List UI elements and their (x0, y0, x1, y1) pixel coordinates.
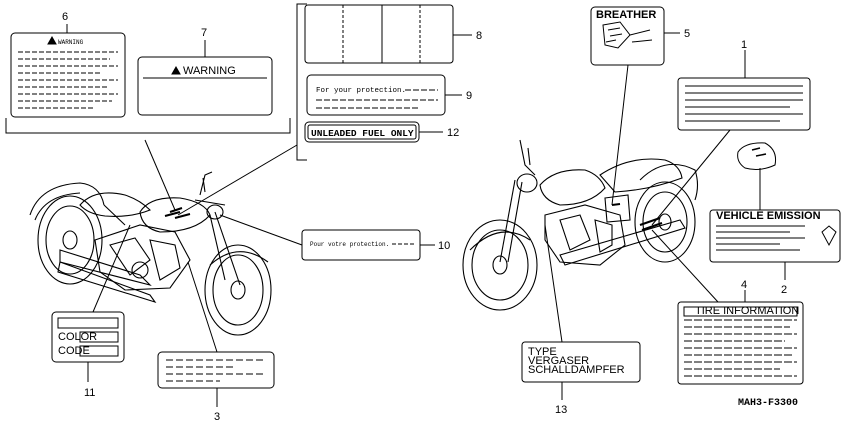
callout-10: 10 (438, 240, 450, 252)
protection-en-text: For your protection. (316, 87, 406, 95)
label-7-warning: WARNING (137, 56, 273, 116)
callout-6: 6 (62, 11, 68, 23)
label-10-protection-fr: Pour votre protection. (301, 229, 421, 261)
callout-13: 13 (555, 404, 567, 416)
callout-9: 9 (466, 90, 472, 102)
schalldampfer-text: SCHALLDAMPFER (528, 364, 625, 376)
callout-1: 1 (741, 39, 747, 51)
label-3 (157, 351, 275, 389)
callout-7: 7 (201, 27, 207, 39)
vergaser-text: VERGASER (528, 355, 589, 367)
tire-info-text: TIRE INFORMATION (695, 305, 799, 317)
label-12-unleaded: UNLEADED FUEL ONLY (304, 121, 420, 143)
bracket-8-12 (296, 3, 307, 161)
label-1 (677, 77, 811, 131)
warning-text-small: WARNING (58, 39, 84, 46)
callout-8: 8 (476, 30, 482, 42)
warning-text-large: WARNING (183, 65, 236, 77)
breather-text: BREATHER (596, 9, 656, 21)
unleaded-text: UNLEADED FUEL ONLY (311, 128, 414, 139)
callout-12: 12 (447, 127, 459, 139)
motorcycle-right (462, 139, 699, 311)
color-text: COLOR (58, 331, 97, 343)
label-11-color-code: COLOR CODE (51, 311, 125, 363)
vehicle-emission-text: VEHICLE EMISSION (716, 210, 821, 222)
callout-4: 4 (741, 279, 747, 291)
callout-11: 11 (84, 387, 95, 399)
bracket-6-7 (5, 118, 291, 134)
label-5-breather: BREATHER (590, 6, 665, 66)
diagram-code: MAH3-F3300 (738, 398, 798, 409)
label-13-type: TYPE VERGASER SCHALLDAMPFER (521, 341, 641, 383)
type-text: TYPE (528, 346, 557, 358)
label-9-protection: For your protection. (306, 74, 446, 116)
leader-lines (66, 24, 786, 407)
honda-wing-icon (821, 225, 837, 247)
label-4-tire-info: TIRE INFORMATION (677, 301, 804, 385)
label-8 (304, 4, 454, 64)
label-6-warning: WARNING (10, 32, 126, 118)
protection-fr-text: Pour votre protection. (310, 241, 389, 248)
callout-2: 2 (781, 284, 787, 296)
callout-3: 3 (214, 411, 220, 423)
motorcycle-left (29, 171, 272, 336)
label-2-emission: VEHICLE EMISSION (709, 142, 841, 263)
callout-numbers: 6 7 8 9 12 10 5 1 2 4 11 3 13 MAH3-F3300 (62, 11, 798, 423)
callout-5: 5 (684, 28, 690, 40)
code-text: CODE (58, 345, 90, 357)
